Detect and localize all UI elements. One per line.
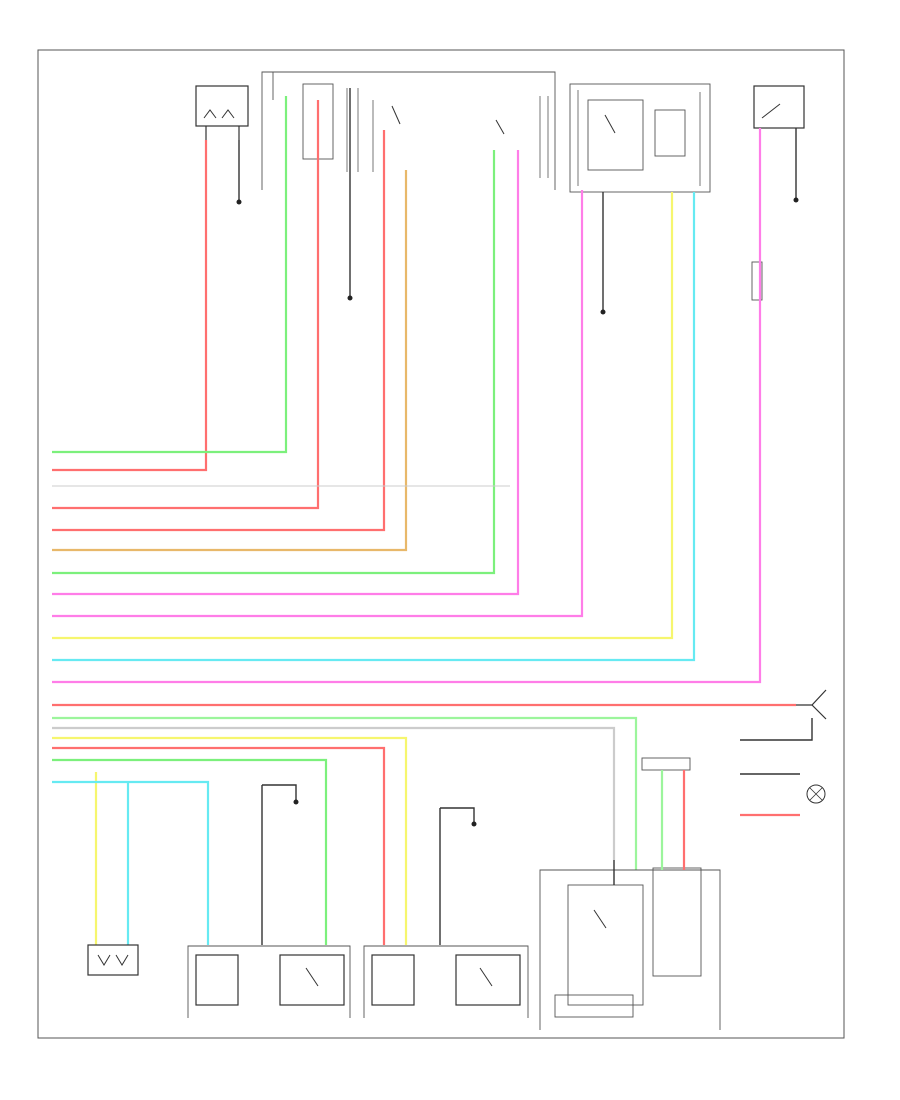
bottom-left-sensor xyxy=(87,944,139,976)
wire-lightgreen-1 xyxy=(52,716,638,870)
wire-red-2 xyxy=(52,100,320,510)
wire-black-right-1 xyxy=(740,718,813,741)
wire-orange-1 xyxy=(52,170,408,552)
center-module xyxy=(569,83,711,193)
wire-green-2 xyxy=(52,150,496,575)
main-module xyxy=(261,71,556,190)
wire-cyan-3 xyxy=(52,780,210,945)
wire-yellow-1 xyxy=(52,192,674,640)
wire-red-5 xyxy=(52,746,386,945)
rear-left-module xyxy=(363,807,529,1018)
wire-cyan-1 xyxy=(52,192,696,662)
wire-grey-1 xyxy=(52,726,616,860)
right-switch xyxy=(753,85,805,129)
diagram-frame xyxy=(37,49,845,1039)
wire-red-1 xyxy=(52,140,208,472)
wire-red-3 xyxy=(52,130,386,532)
right-lamp xyxy=(806,784,826,804)
center-module-ground xyxy=(600,192,606,315)
wire-green-3 xyxy=(52,758,328,945)
right-sensor xyxy=(751,261,763,301)
right-switch-2 xyxy=(796,689,827,720)
connector-cluster xyxy=(613,757,691,885)
wire-yellow-2 xyxy=(52,736,408,945)
wire-pink-3 xyxy=(52,128,762,684)
wire-pink-2 xyxy=(52,190,584,618)
ground-top-left xyxy=(236,140,242,205)
wire-pink-1 xyxy=(52,150,520,596)
top-left-switch xyxy=(195,85,249,140)
main-module-ground xyxy=(347,88,353,301)
right-control-unit xyxy=(539,867,721,1030)
right-switch-ground xyxy=(793,128,799,203)
wire-green-1 xyxy=(52,96,288,454)
rear-right-module xyxy=(187,784,351,1018)
